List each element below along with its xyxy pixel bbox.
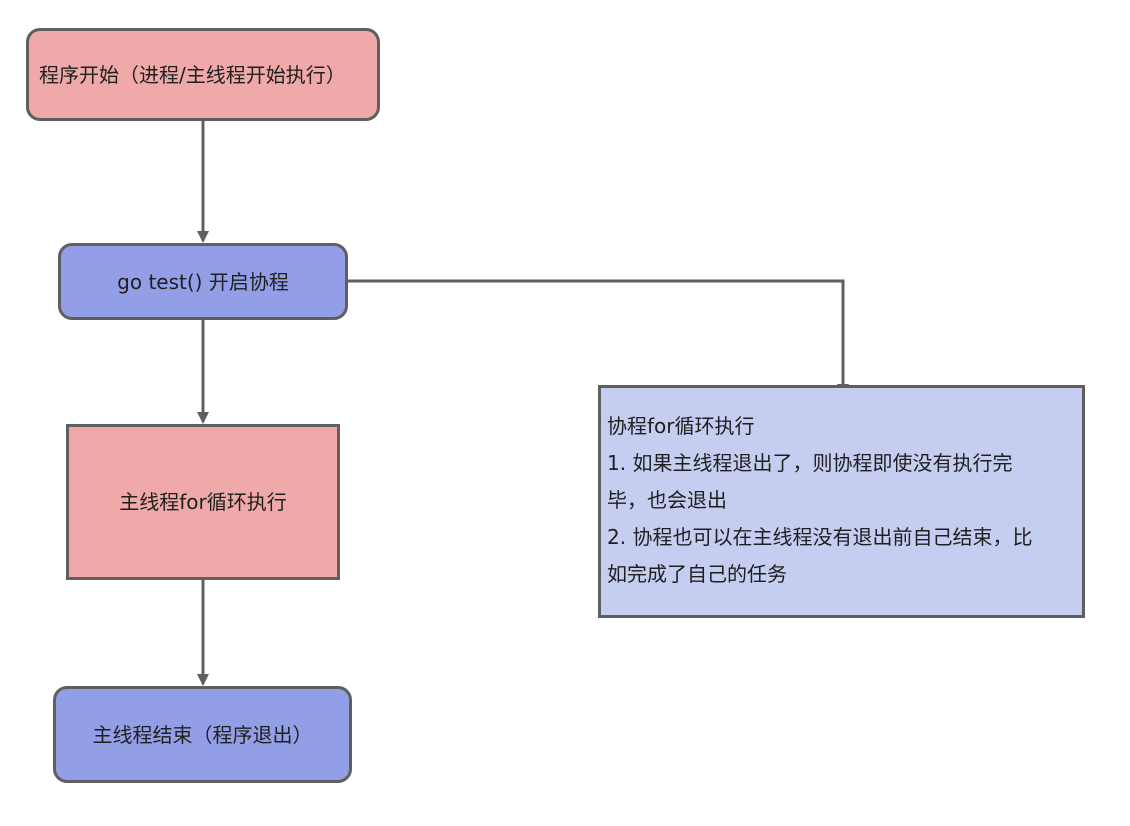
start-goroutine-label: go test() 开启协程 — [117, 269, 289, 294]
main-end-label: 主线程结束（程序退出） — [92, 722, 313, 747]
process-start-node: 程序开始（进程/主线程开始执行） — [26, 28, 380, 121]
process-start-label: 程序开始（进程/主线程开始执行） — [39, 62, 346, 87]
note-title: 协程for循环执行 — [607, 414, 755, 438]
start-goroutine-node: go test() 开启协程 — [58, 243, 348, 320]
main-loop-label: 主线程for循环执行 — [119, 490, 287, 514]
note-line-1: 1. 如果主线程退出了，则协程即使没有执行完 — [607, 451, 1013, 475]
note-line-1-continued: 毕，也会退出 — [607, 488, 727, 512]
main-end-node: 主线程结束（程序退出） — [53, 686, 352, 783]
note-line-2-continued: 如完成了自己的任务 — [607, 562, 787, 586]
arrow-go-to-note — [348, 279, 849, 396]
goroutine-note-box: 协程for循环执行 1. 如果主线程退出了，则协程即使没有执行完 毕，也会退出 … — [598, 385, 1085, 618]
note-line-2: 2. 协程也可以在主线程没有退出前自己结束，比 — [607, 525, 1033, 549]
main-loop-node: 主线程for循环执行 — [66, 424, 340, 580]
